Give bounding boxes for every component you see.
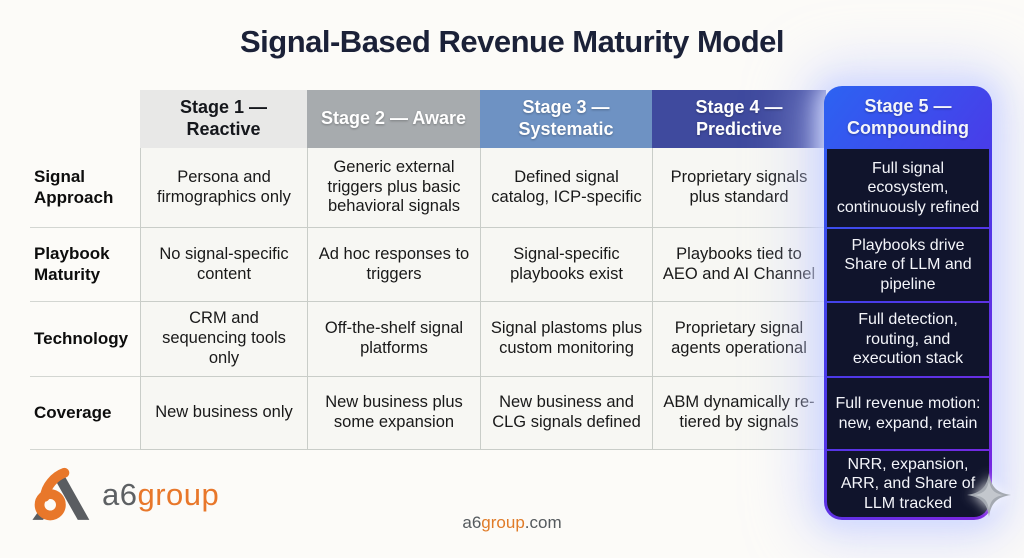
row-label-signal-approach: Signal Approach	[30, 148, 140, 228]
a6group-logo: a6group	[28, 466, 219, 524]
stage5-cell-coverage: Full revenue motion: new, expand, retain	[827, 378, 989, 449]
table-cell: Defined signal catalog, ICP-specific	[480, 148, 652, 228]
table-cell: Proprietary signals plus standard	[652, 148, 826, 228]
table-cell: Ad hoc responses to triggers	[307, 228, 480, 302]
stage5-cell-technology: Full detection, routing, and execution s…	[827, 303, 989, 376]
table-cell: Proprietary signal agents operational	[652, 302, 826, 377]
table-corner-spacer	[30, 90, 140, 148]
table-cell: No signal-specific content	[140, 228, 307, 302]
logo-text-group: group	[137, 477, 220, 512]
row-label-coverage: Coverage	[30, 377, 140, 450]
table-cell: Generic external triggers plus basic beh…	[307, 148, 480, 228]
stage5-cell-metrics: NRR, expansion, ARR, and Share of LLM tr…	[827, 451, 989, 517]
sparkle-icon	[967, 473, 1011, 517]
table-cell: New business and CLG signals defined	[480, 377, 652, 450]
site-url-a6: a6	[462, 513, 482, 532]
table-cell: New business plus some expansion	[307, 377, 480, 450]
logo-text-a6: a6	[102, 477, 138, 512]
table-cell: Signal plastoms plus custom monitoring	[480, 302, 652, 377]
table-cell: Persona and firmographics only	[140, 148, 307, 228]
column-header-stage4: Stage 4 — Predictive	[652, 90, 826, 148]
stage5-highlight-column: Stage 5 — Compounding Full signal ecosys…	[824, 86, 992, 520]
table-cell: New business only	[140, 377, 307, 450]
table-cell: Signal-specific playbooks exist	[480, 228, 652, 302]
page-title: Signal-Based Revenue Maturity Model	[239, 24, 785, 59]
table-cell: Off-the-shelf signal platforms	[307, 302, 480, 377]
a6group-logo-mark	[32, 467, 90, 521]
stage5-cell-playbook-maturity: Playbooks drive Share of LLM and pipelin…	[827, 229, 989, 301]
site-url-group: group	[481, 513, 525, 532]
column-header-stage1: Stage 1 — Reactive	[140, 90, 307, 148]
stage5-cell-signal-approach: Full signal ecosystem, continuously refi…	[827, 149, 989, 227]
table-cell: CRM and sequencing tools only	[140, 302, 307, 377]
a6group-logo-text: a6group	[102, 477, 219, 513]
site-url-com: .com	[524, 513, 562, 532]
column-header-stage5: Stage 5 — Compounding	[847, 96, 969, 138]
column-header-stage2: Stage 2 — Aware	[307, 90, 480, 148]
site-url: a6group.com	[0, 513, 1024, 533]
row-label-playbook-maturity: Playbook Maturity	[30, 228, 140, 302]
maturity-table: Stage 1 — Reactive Stage 2 — Aware Stage…	[30, 90, 826, 450]
table-cell: ABM dynamically re-tiered by signals	[652, 377, 826, 450]
table-cell: Playbooks tied to AEO and AI Channel	[652, 228, 826, 302]
column-header-stage3: Stage 3 — Systematic	[480, 90, 652, 148]
row-label-technology: Technology	[30, 302, 140, 377]
